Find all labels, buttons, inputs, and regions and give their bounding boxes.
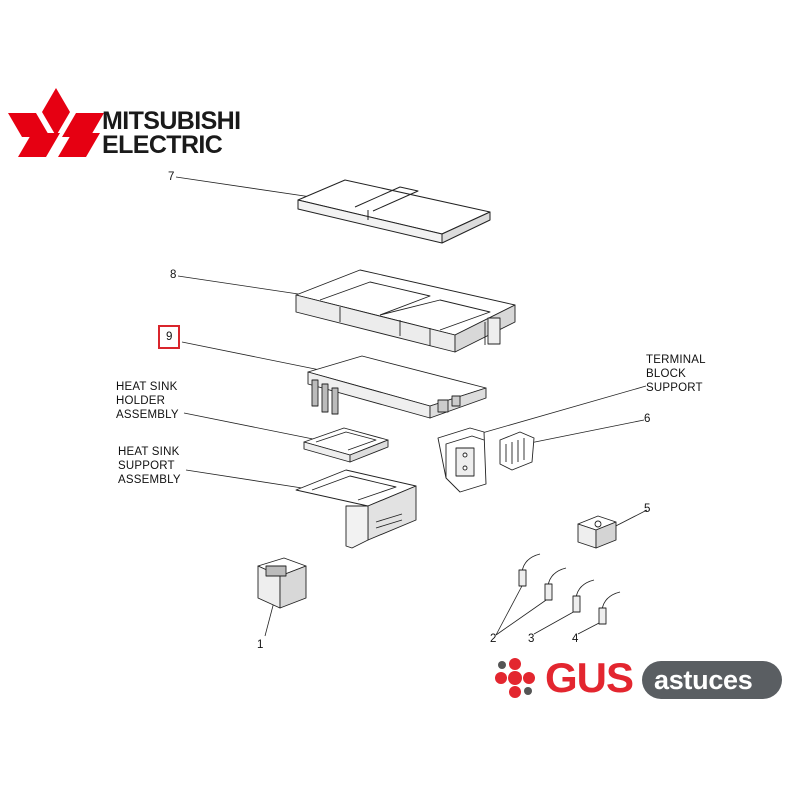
callout-1: 1 xyxy=(257,639,264,651)
label-terminal-block-support: TERMINAL BLOCK SUPPORT xyxy=(646,354,706,394)
callout-8: 8 xyxy=(170,269,177,281)
watermark-astuces-pill: astuces xyxy=(642,661,782,699)
mitsubishi-logo-lower-diamonds xyxy=(18,133,100,157)
watermark-gus: GUS xyxy=(545,654,634,701)
part-9-circuit-board xyxy=(307,355,487,419)
part-6-terminal-block xyxy=(499,431,535,471)
heat-sink-support-assembly xyxy=(295,469,417,549)
mitsubishi-logo xyxy=(8,88,104,137)
callout-9: 9 xyxy=(166,331,173,343)
heat-sink-holder-assembly xyxy=(303,427,389,463)
label-heat-sink-holder-assembly: HEAT SINK HOLDER ASSEMBLY xyxy=(116,381,179,421)
part-1-coil xyxy=(257,557,307,609)
callout-9-highlight xyxy=(158,325,180,349)
sensor-parts xyxy=(518,553,621,625)
label-heat-sink-support-assembly: HEAT SINK SUPPORT ASSEMBLY xyxy=(118,446,181,486)
leader-lines xyxy=(175,176,648,637)
callout-3: 3 xyxy=(528,633,535,645)
callout-4: 4 xyxy=(572,633,579,645)
part-5-component xyxy=(577,515,617,549)
terminal-block-support xyxy=(437,427,487,493)
callout-7: 7 xyxy=(168,171,175,183)
part-7-top-cover xyxy=(297,179,491,244)
brand-name-line-2: ELECTRIC xyxy=(102,131,223,159)
callout-2: 2 xyxy=(490,633,497,645)
watermark-astuces: astuces xyxy=(654,665,753,695)
callout-5: 5 xyxy=(644,503,651,515)
gus-logo-icon xyxy=(495,658,535,698)
part-8-frame xyxy=(295,269,516,353)
callout-6: 6 xyxy=(644,413,651,425)
brand-name-line-1: MITSUBISHI xyxy=(102,107,241,135)
